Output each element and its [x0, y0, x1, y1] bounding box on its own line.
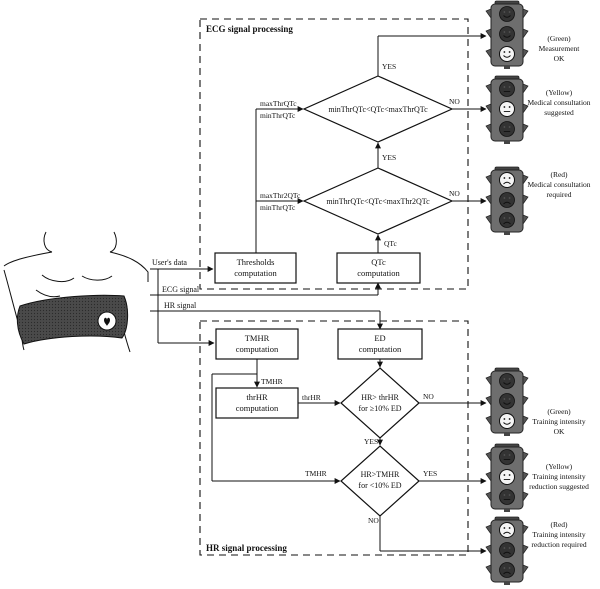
decision-hr-top-line2: for ≥10% ED — [358, 404, 401, 413]
outcome-ecg-green-line2: Measurement — [539, 44, 581, 53]
traffic-light-hr-red — [485, 516, 529, 585]
outcome-hr-green-line1: (Green) — [547, 407, 571, 416]
outcome-ecg-red-line3: required — [547, 190, 572, 199]
traffic-light-hr-yellow — [485, 443, 529, 512]
decision-diamond-ecg-top — [302, 75, 454, 143]
outcome-hr-yellow-line1: (Yellow) — [546, 462, 573, 471]
ed-computation-box — [337, 328, 423, 360]
qtc-box-line2: computation — [357, 268, 400, 278]
qtc-computation-box — [336, 252, 421, 284]
hr-section-title: HR signal processing — [206, 543, 287, 553]
tmhr-box-line1: TMHR — [245, 333, 270, 343]
hr-yes-mid: YES — [364, 437, 378, 446]
hr-no-top: NO — [423, 392, 434, 401]
decision-diamond-hr-top — [340, 367, 420, 439]
ecg-yes-mid: YES — [382, 153, 396, 162]
decision-hr-bottom-line2: for <10% ED — [358, 481, 401, 490]
ecg-no-bottom: NO — [449, 189, 460, 198]
hr-yes-right: YES — [423, 469, 437, 478]
outcome-ecg-yellow-line1: (Yellow) — [546, 88, 573, 97]
decision-hr-bottom-line1: HR>TMHR — [361, 470, 400, 479]
ecg-section-title: ECG signal processing — [206, 24, 293, 34]
traffic-light-ecg-green — [485, 0, 529, 69]
thrhr-box-line1: thrHR — [246, 392, 268, 402]
outcome-hr-yellow-line3: reduction suggested — [529, 482, 589, 491]
outcome-hr-yellow-line2: Training intensity — [532, 472, 586, 481]
outcome-ecg-green: (Green) Measurement OK — [539, 34, 581, 63]
ecg-section-frame — [199, 18, 469, 290]
ecg-no-top: NO — [449, 97, 460, 106]
ecg-yes-top: YES — [382, 62, 396, 71]
label-min-thr-bottom: minThrQTc — [260, 203, 296, 212]
thrhr-computation-box — [215, 387, 299, 419]
decision-diamond-ecg-bottom — [302, 167, 454, 235]
outcome-ecg-red-line2: Medical consultation — [527, 180, 590, 189]
label-min-thr-top: minThrQTc — [260, 111, 296, 120]
traffic-lights-group — [485, 0, 529, 585]
hr-no-bottom: NO — [368, 516, 379, 525]
traffic-light-ecg-yellow — [485, 75, 529, 144]
outcome-ecg-green-line3: OK — [554, 54, 565, 63]
outcome-hr-green-line2: Training intensity — [532, 417, 586, 426]
outcome-hr-yellow: (Yellow) Training intensity reduction su… — [529, 462, 589, 491]
users-data-label: User's data — [152, 258, 187, 267]
decision-ecg-top-label: minThrQTc<QTc<maxThrQTc — [328, 105, 428, 114]
outcome-hr-green-line3: OK — [554, 427, 565, 436]
label-qtc: QTc — [384, 239, 397, 248]
outcome-hr-red-line1: (Red) — [550, 520, 568, 529]
outcome-ecg-yellow-line2: Medical consultation — [527, 98, 590, 107]
hr-section-frame — [199, 320, 469, 556]
decision-hr-top-line1: HR> thrHR — [361, 393, 399, 402]
thresholds-box-line2: computation — [234, 268, 277, 278]
tmhr-computation-box — [215, 328, 299, 360]
traffic-light-ecg-red — [485, 166, 529, 235]
outcome-ecg-red-line1: (Red) — [550, 170, 568, 179]
outcome-hr-red-line2: Training intensity — [532, 530, 586, 539]
hr-signal-label: HR signal — [164, 301, 197, 310]
ecg-signal-label: ECG signal — [162, 285, 200, 294]
tmhr-box-line2: computation — [236, 344, 279, 354]
decision-ecg-bottom-label: minThrQTc<QTc<maxThr2QTc — [326, 197, 430, 206]
label-max-thr: maxThrQTc — [260, 99, 297, 108]
outcome-hr-red: (Red) Training intensity reduction requi… — [531, 520, 586, 549]
label-tmhr-2: TMHR — [305, 469, 327, 478]
outcome-ecg-yellow-line3: suggested — [544, 108, 574, 117]
ed-box-line2: computation — [359, 344, 402, 354]
label-thrhr: thrHR — [302, 393, 321, 402]
outcome-hr-green: (Green) Training intensity OK — [532, 407, 586, 436]
outcome-ecg-green-line1: (Green) — [547, 34, 571, 43]
thresholds-computation-box — [214, 252, 297, 284]
chest-strap-sensor-icon — [3, 231, 149, 353]
outcome-hr-red-line3: reduction required — [531, 540, 586, 549]
label-tmhr-1: TMHR — [261, 377, 283, 386]
qtc-box-line1: QTc — [371, 257, 386, 267]
traffic-light-hr-green — [485, 367, 529, 436]
outcome-ecg-yellow: (Yellow) Medical consultation suggested — [527, 88, 590, 117]
label-max-thr2: maxThr2QTc — [260, 191, 301, 200]
ed-box-line1: ED — [374, 333, 385, 343]
outcome-ecg-red: (Red) Medical consultation required — [527, 170, 590, 199]
thresholds-box-line1: Thresholds — [237, 257, 275, 267]
thrhr-box-line2: computation — [236, 403, 279, 413]
